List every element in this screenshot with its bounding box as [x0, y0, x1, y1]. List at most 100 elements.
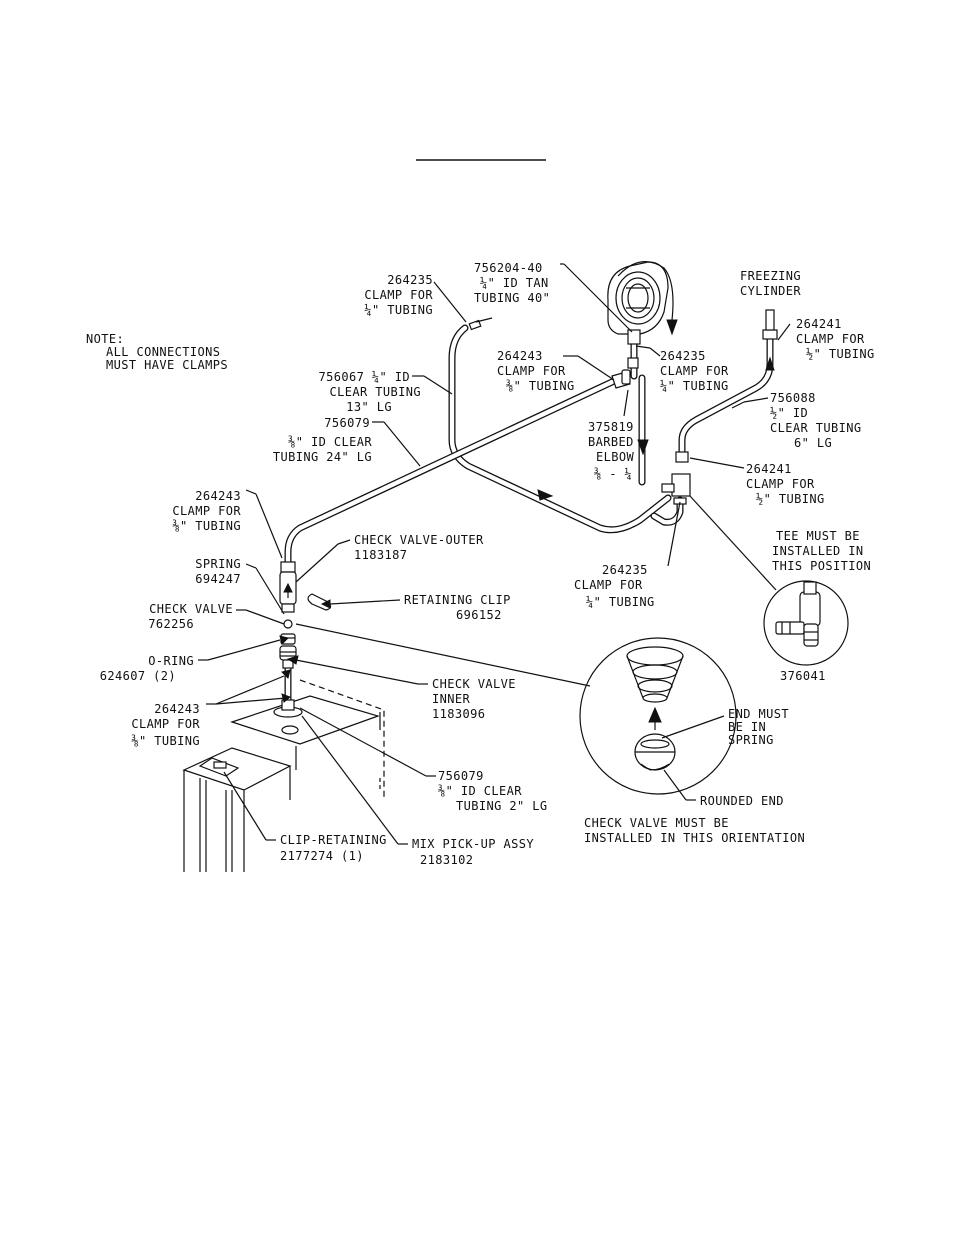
- callout-line: 1183096: [432, 707, 485, 721]
- callout-line: CLAMP FOR: [796, 332, 865, 346]
- callout-line: 694247: [195, 572, 241, 586]
- callout-line: 264235: [602, 563, 648, 577]
- callout-line: 264235: [387, 273, 433, 287]
- callout-line: 756067 ¼" ID: [319, 370, 411, 384]
- callout-line: CLEAR TUBING: [330, 385, 422, 399]
- callout-line: 756088: [770, 391, 816, 405]
- callout-line: 756079: [324, 416, 370, 430]
- callout-line: ¼" TUBING: [660, 379, 729, 393]
- callout-line: 756204-40: [474, 261, 543, 275]
- callout-line: CLIP-RETAINING: [280, 833, 387, 847]
- callout-line: THIS POSITION: [772, 559, 871, 573]
- callout-line: INSTALLED IN: [772, 544, 864, 558]
- callout-line: ½" TUBING: [756, 492, 825, 506]
- callout-line: ¼" TUBING: [364, 303, 433, 317]
- callout-mix-pickup: MIX PICK-UP ASSY 2183102: [412, 837, 534, 867]
- callout-check-valve-inner: CHECK VALVE INNER 1183096: [432, 677, 516, 721]
- callout-clip-retaining: CLIP-RETAINING 2177274 (1): [280, 833, 387, 863]
- callout-line: ⅜" TUBING: [131, 734, 200, 748]
- callout-line: ½" TUBING: [806, 347, 875, 361]
- callout-line: 264241: [746, 462, 792, 476]
- fittings: [468, 309, 849, 666]
- callout-clamp-264235-pump: 264235 CLAMP FOR ¼" TUBING: [660, 349, 729, 393]
- callout-line: END MUST: [728, 707, 789, 721]
- callout-line: 756079: [438, 769, 484, 783]
- callout-tubing-756079-short: 756079 ⅜" ID CLEAR TUBING 2" LG: [438, 769, 548, 813]
- callout-line: INNER: [432, 692, 470, 706]
- callout-retaining-clip: RETAINING CLIP 696152: [404, 593, 511, 622]
- callout-rounded-end: ROUNDED END: [700, 794, 784, 808]
- note-block: NOTE: ALL CONNECTIONS MUST HAVE CLAMPS: [86, 332, 228, 372]
- callout-line: 264235: [660, 349, 706, 363]
- callout-line: ⅜ - ¼: [594, 467, 632, 481]
- callout-line: BARBED: [588, 435, 634, 449]
- callout-check-valve-outer: CHECK VALVE-OUTER 1183187: [354, 533, 484, 562]
- callout-clamp-264243-top: 264243 CLAMP FOR ⅜" TUBING: [497, 349, 575, 393]
- callout-line: CHECK VALVE: [149, 602, 233, 616]
- callout-tubing-756079-long: 756079 ⅜" ID CLEAR TUBING 24" LG: [273, 416, 372, 464]
- callout-line: CYLINDER: [740, 284, 801, 298]
- callout-line: CLEAR TUBING: [770, 421, 862, 435]
- callout-line: ⅜" ID CLEAR: [288, 435, 372, 449]
- callout-line: ¼" TUBING: [586, 595, 655, 609]
- callout-line: CLAMP FOR: [574, 578, 643, 592]
- callout-tee-part: 376041: [780, 669, 826, 683]
- callout-line: 696152: [456, 608, 502, 622]
- callout-clamp-264235-tee: 264235 CLAMP FOR ¼" TUBING: [574, 563, 655, 609]
- callout-line: CLAMP FOR: [172, 504, 241, 518]
- callout-line: 264243: [497, 349, 543, 363]
- callout-line: CLAMP FOR: [497, 364, 566, 378]
- callout-line: TEE MUST BE: [776, 529, 860, 543]
- callout-line: ⅜" TUBING: [172, 519, 241, 533]
- callout-line: 375819: [588, 420, 634, 434]
- flow-arrows: [537, 439, 649, 501]
- callout-line: CHECK VALVE-OUTER: [354, 533, 484, 547]
- callout-line: CHECK VALVE: [432, 677, 516, 691]
- check-valve-detail: [295, 623, 737, 795]
- callout-line: ROUNDED END: [700, 794, 784, 808]
- callout-line: CHECK VALVE MUST BE: [584, 816, 729, 830]
- note-line: NOTE:: [86, 332, 124, 346]
- callout-line: 1183187: [354, 548, 407, 562]
- callout-freezing-cylinder: FREEZING CYLINDER: [740, 269, 801, 298]
- callout-clamp-264241-tee: 264241 CLAMP FOR ½" TUBING: [746, 462, 825, 506]
- callout-line: 264243: [154, 702, 200, 716]
- callout-line: MIX PICK-UP ASSY: [412, 837, 534, 851]
- callout-line: ¼" ID TAN: [480, 276, 549, 290]
- callout-line: INSTALLED IN THIS ORIENTATION: [584, 831, 805, 845]
- callout-line: 2183102: [420, 853, 473, 867]
- callout-line: ½" ID: [770, 406, 808, 420]
- callout-end-in-spring: END MUST BE IN SPRING: [728, 707, 789, 747]
- note-line: ALL CONNECTIONS: [106, 345, 220, 359]
- callout-elbow-375819: 375819 BARBED ELBOW ⅜ - ¼: [588, 420, 634, 481]
- callout-line: 13" LG: [346, 400, 392, 414]
- callout-line: CLAMP FOR: [746, 477, 815, 491]
- callout-line: TUBING 24" LG: [273, 450, 372, 464]
- callout-check-valve-note: CHECK VALVE MUST BE INSTALLED IN THIS OR…: [584, 816, 805, 845]
- callout-line: 264241: [796, 317, 842, 331]
- callout-line: O-RING: [148, 654, 194, 668]
- callout-line: 624607 (2): [100, 669, 176, 683]
- callout-tee-note: TEE MUST BE INSTALLED IN THIS POSITION: [772, 529, 871, 573]
- callout-line: CLAMP FOR: [364, 288, 433, 302]
- callout-line: SPRING: [728, 733, 774, 747]
- mix-pickup-assembly: [182, 679, 385, 872]
- callout-line: RETAINING CLIP: [404, 593, 511, 607]
- callout-line: 762256: [148, 617, 194, 631]
- callout-spring: SPRING 694247: [195, 557, 241, 586]
- leader-lines: [198, 263, 791, 845]
- callout-clamp-264235-top: 264235 CLAMP FOR ¼" TUBING: [364, 273, 433, 317]
- callout-line: SPRING: [195, 557, 241, 571]
- callout-check-valve: CHECK VALVE 762256: [148, 602, 233, 631]
- callout-clamp-264241-top: 264241 CLAMP FOR ½" TUBING: [796, 317, 875, 361]
- callout-clamp-264243-low: 264243 CLAMP FOR ⅜" TUBING: [131, 702, 200, 748]
- callout-tubing-756067: 756067 ¼" ID CLEAR TUBING 13" LG: [319, 370, 422, 414]
- callout-line: 264243: [195, 489, 241, 503]
- callout-line: CLAMP FOR: [660, 364, 729, 378]
- callout-o-ring: O-RING 624607 (2): [100, 654, 194, 683]
- callout-line: 2177274 (1): [280, 849, 364, 863]
- callout-line: TUBING 2" LG: [456, 799, 548, 813]
- callout-line: ⅜" TUBING: [506, 379, 575, 393]
- callout-line: 376041: [780, 669, 826, 683]
